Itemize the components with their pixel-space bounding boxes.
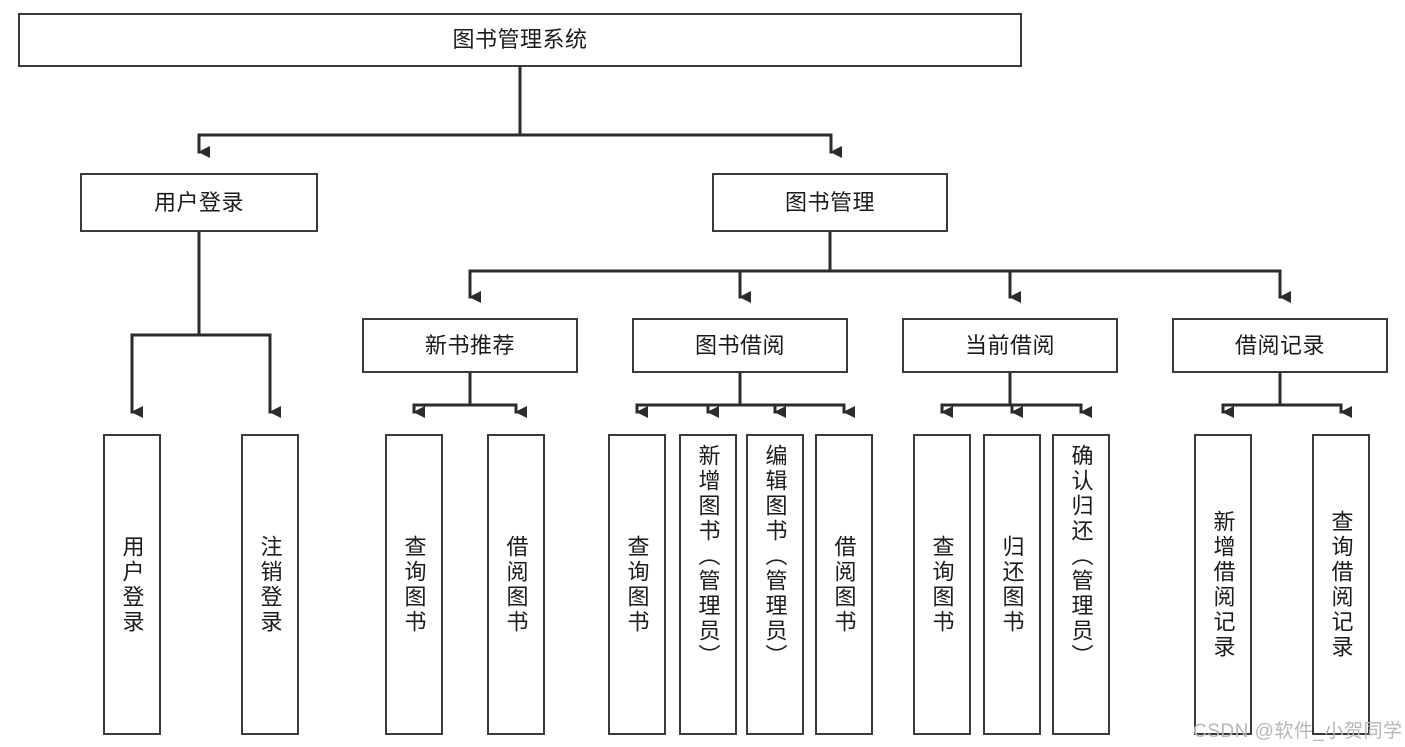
node-leaf-add-book-admin[interactable]: 新增图书（管理员） (679, 434, 737, 735)
node-label: 查询图书 (401, 534, 427, 635)
node-new-book-recommendation[interactable]: 新书推荐 (362, 318, 578, 373)
node-leaf-borrow-book-borrowing[interactable]: 借阅图书 (815, 434, 873, 735)
node-label: 借阅记录 (1234, 332, 1325, 358)
node-root-system[interactable]: 图书管理系统 (18, 13, 1022, 67)
node-label: 借阅图书 (831, 534, 857, 635)
node-label: 确认归还（管理员） (1068, 444, 1094, 669)
node-label: 用户登录 (153, 189, 244, 215)
node-label: 图书管理系统 (452, 27, 588, 53)
node-leaf-user-logout[interactable]: 注销登录 (241, 434, 299, 735)
node-book-management[interactable]: 图书管理 (712, 173, 948, 232)
node-leaf-query-borrow-record[interactable]: 查询借阅记录 (1312, 434, 1370, 735)
node-label: 编辑图书（管理员） (762, 444, 788, 669)
node-borrowing-records[interactable]: 借阅记录 (1172, 318, 1388, 373)
node-leaf-return-book[interactable]: 归还图书 (983, 434, 1041, 735)
node-label: 查询图书 (624, 534, 650, 635)
node-leaf-add-borrow-record[interactable]: 新增借阅记录 (1194, 434, 1252, 735)
node-label: 注销登录 (257, 534, 283, 635)
node-label: 新增借阅记录 (1210, 509, 1236, 660)
node-leaf-query-book-borrowing[interactable]: 查询图书 (608, 434, 666, 735)
node-label: 图书借阅 (694, 332, 785, 358)
node-leaf-borrow-book-recommendation[interactable]: 借阅图书 (487, 434, 545, 735)
node-label: 当前借阅 (964, 332, 1055, 358)
node-label: 查询图书 (929, 534, 955, 635)
node-label: 用户登录 (119, 534, 145, 635)
node-leaf-query-book-recommendation[interactable]: 查询图书 (385, 434, 443, 735)
node-label: 借阅图书 (503, 534, 529, 635)
watermark-credit: CSDN @软件_小贺同学 (1193, 721, 1403, 742)
node-label: 新书推荐 (424, 332, 515, 358)
node-leaf-edit-book-admin[interactable]: 编辑图书（管理员） (746, 434, 804, 735)
node-leaf-confirm-return-admin[interactable]: 确认归还（管理员） (1052, 434, 1110, 735)
node-user-login[interactable]: 用户登录 (80, 173, 318, 232)
node-label: 归还图书 (999, 534, 1025, 635)
node-leaf-user-login[interactable]: 用户登录 (103, 434, 161, 735)
node-label: 图书管理 (784, 189, 875, 215)
node-label: 查询借阅记录 (1328, 509, 1354, 660)
node-book-borrowing[interactable]: 图书借阅 (632, 318, 848, 373)
node-label: 新增图书（管理员） (695, 444, 721, 669)
node-leaf-query-book-current[interactable]: 查询图书 (913, 434, 971, 735)
node-current-borrowing[interactable]: 当前借阅 (902, 318, 1118, 373)
